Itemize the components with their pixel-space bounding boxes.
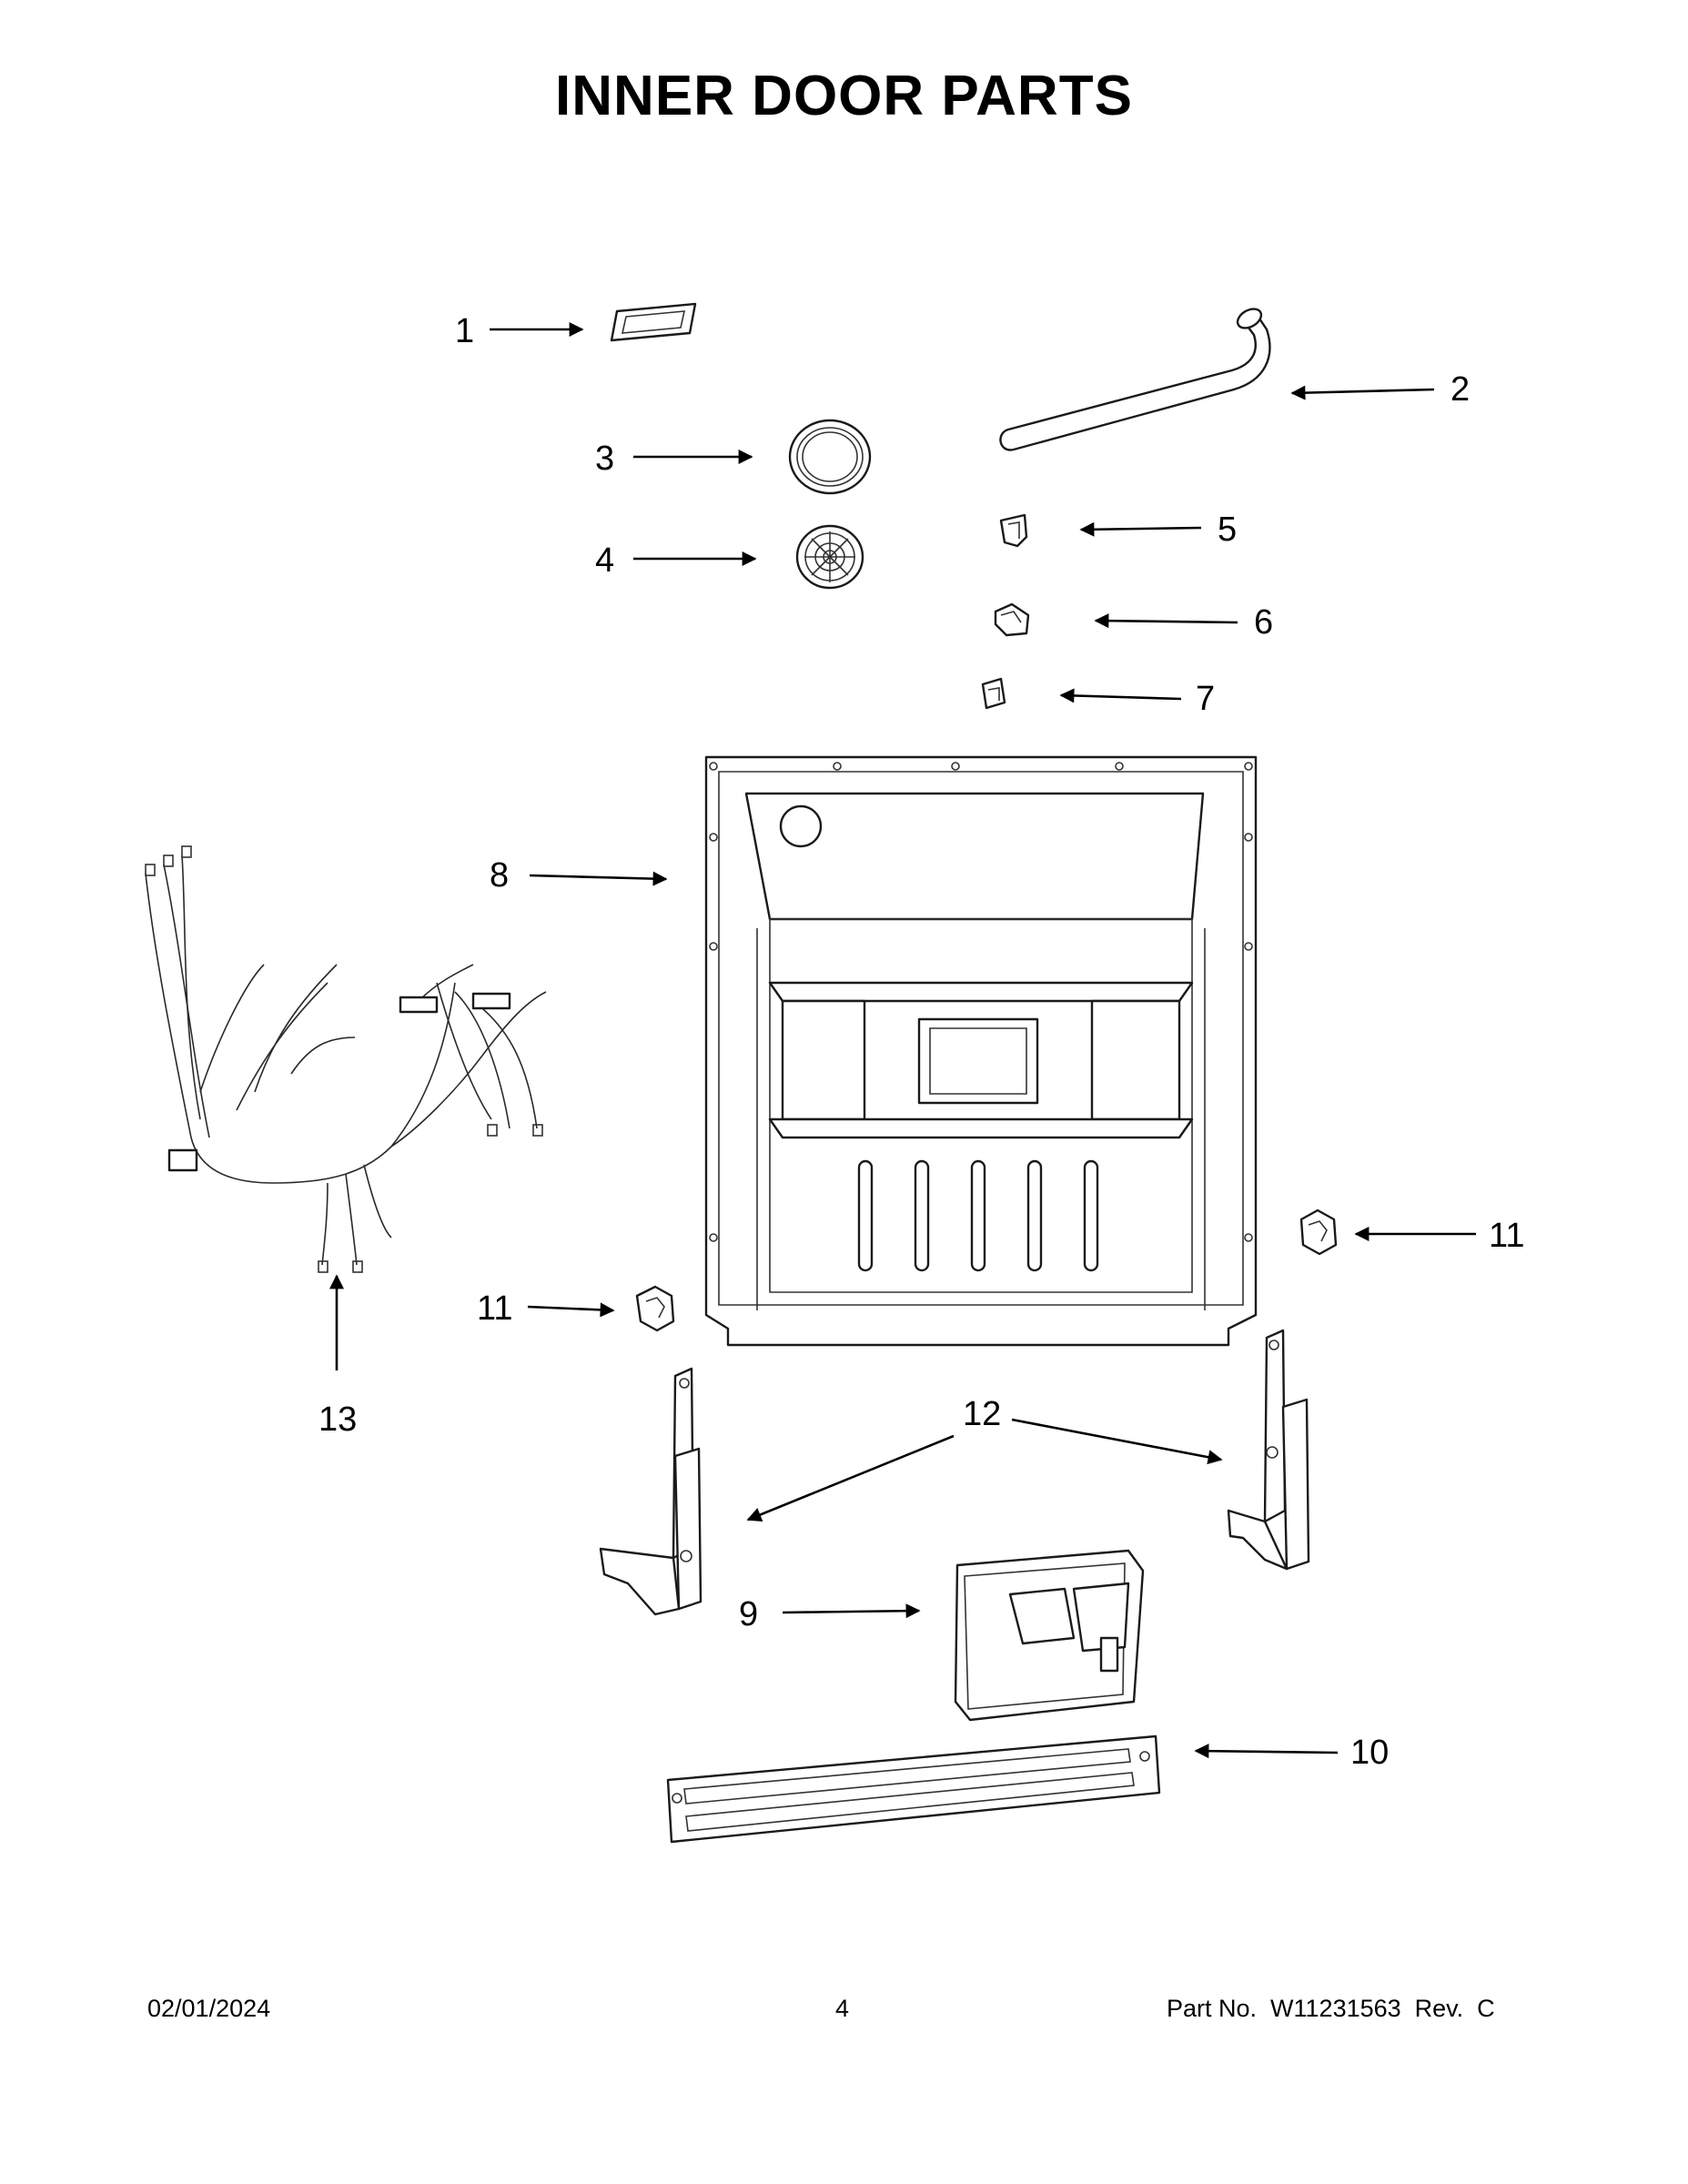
part-12-hinge-right	[1227, 1329, 1310, 1571]
part-11-clip-left	[635, 1285, 675, 1332]
callout-11a-arrow	[527, 1302, 615, 1318]
callout-7: 7	[1196, 680, 1215, 718]
callout-6: 6	[1254, 603, 1273, 642]
part-10-bar	[666, 1734, 1161, 1844]
callout-6-arrow	[1094, 613, 1238, 629]
callout-2-arrow	[1290, 385, 1435, 400]
callout-1: 1	[455, 312, 474, 350]
callout-12: 12	[963, 1395, 1001, 1433]
part-12-hinge-left	[599, 1367, 702, 1616]
part-3-ring	[788, 419, 872, 495]
part-6-latch	[994, 602, 1030, 637]
callout-2: 2	[1450, 370, 1470, 409]
callout-9-arrow	[782, 1603, 921, 1619]
callout-10-arrow	[1194, 1744, 1339, 1759]
callout-8: 8	[490, 856, 509, 895]
page-title: INNER DOOR PARTS	[555, 65, 1133, 127]
part-8-inner-door-panel	[704, 755, 1258, 1347]
part-1-gasket	[610, 302, 697, 342]
part-5-clip	[999, 513, 1028, 548]
footer-part-number: Part No. W11231563 Rev. C	[1167, 1995, 1495, 2022]
callout-5-arrow	[1079, 521, 1202, 537]
part-4-cap	[795, 524, 864, 590]
callout-12-arrow-left	[746, 1434, 955, 1522]
part-7-cover	[981, 677, 1006, 710]
footer-date: 02/01/2024	[147, 1995, 271, 2022]
callout-5: 5	[1218, 511, 1237, 549]
footer-page-number: 4	[835, 1995, 850, 2022]
callout-3: 3	[595, 440, 614, 478]
part-13-wire-harness	[145, 845, 547, 1273]
callout-10: 10	[1350, 1734, 1389, 1772]
callout-12-arrow-right	[1011, 1418, 1223, 1465]
callout-7-arrow	[1059, 688, 1182, 703]
part-11-clip-right	[1299, 1208, 1338, 1256]
callout-4: 4	[595, 541, 614, 580]
callout-13: 13	[318, 1400, 357, 1439]
callout-8-arrow	[529, 871, 668, 886]
part-2-hose	[999, 308, 1271, 451]
part-9-dispenser	[954, 1549, 1145, 1722]
callout-11-left: 11	[477, 1289, 512, 1328]
callout-9: 9	[739, 1595, 758, 1633]
callout-11-right: 11	[1489, 1217, 1524, 1255]
